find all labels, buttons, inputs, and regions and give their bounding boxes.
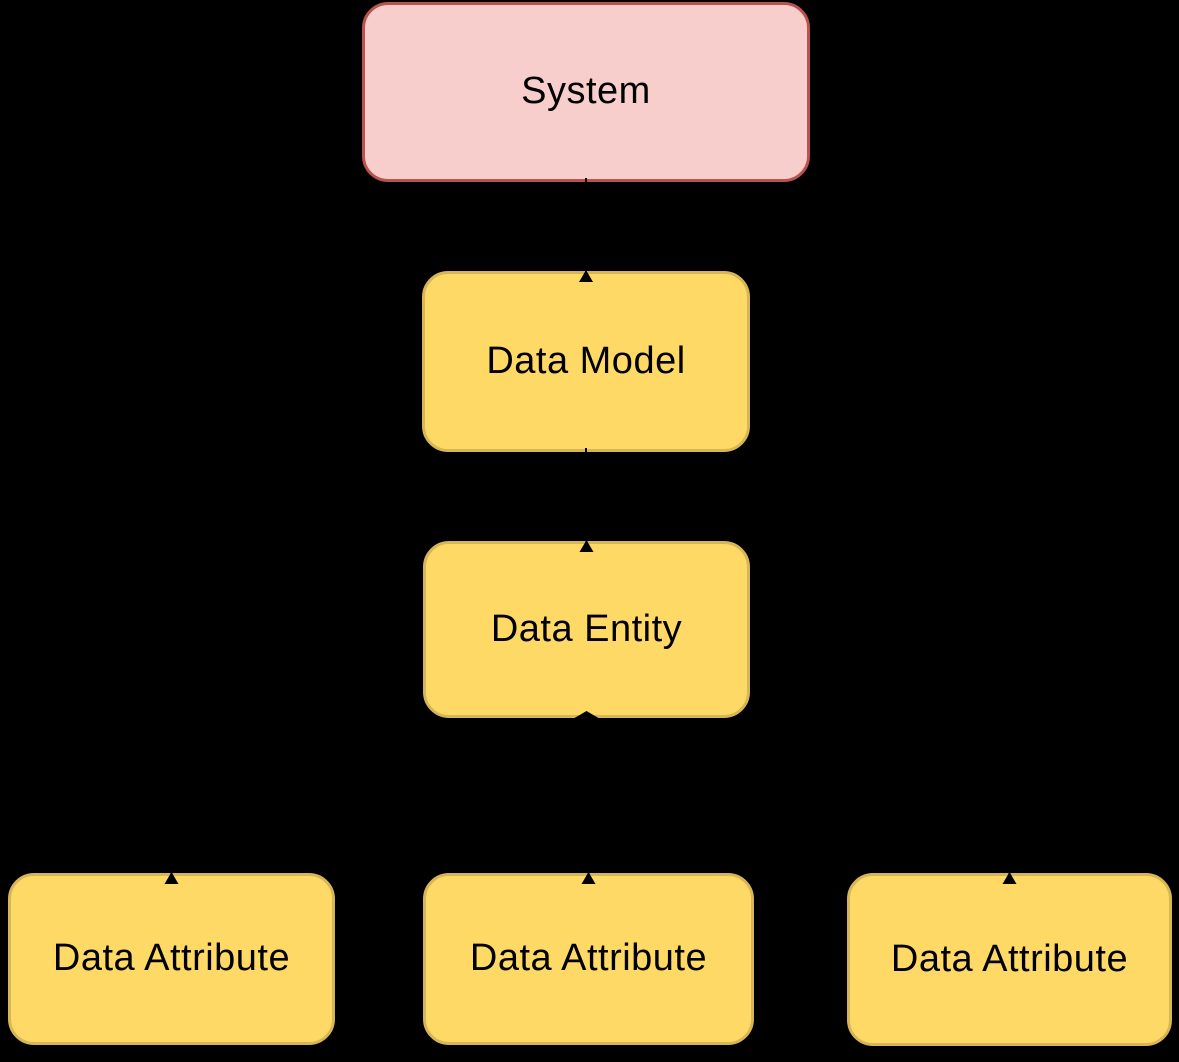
node-data-attribute-1: Data Attribute [8, 873, 335, 1045]
edge-data-entity-to-data-attribute-2 [585, 714, 590, 878]
edge-data-entity-to-data-attribute-1 [170, 714, 588, 878]
node-data-entity-label: Data Entity [490, 607, 683, 650]
node-system-label: System [521, 70, 651, 113]
node-system: System [362, 2, 810, 182]
node-data-entity: Data Entity [423, 541, 750, 718]
node-data-model: Data Model [422, 271, 750, 452]
node-data-attribute-2: Data Attribute [423, 873, 754, 1045]
edge-data-entity-to-data-attribute-3 [585, 714, 1011, 878]
node-data-model-label: Data Model [486, 339, 686, 382]
node-data-attribute-1-label: Data Attribute [52, 937, 291, 980]
node-data-attribute-2-label: Data Attribute [469, 937, 708, 980]
node-data-attribute-3-label: Data Attribute [890, 937, 1129, 980]
node-data-attribute-3: Data Attribute [847, 873, 1172, 1046]
edge-data-model-to-data-entity [585, 448, 588, 546]
